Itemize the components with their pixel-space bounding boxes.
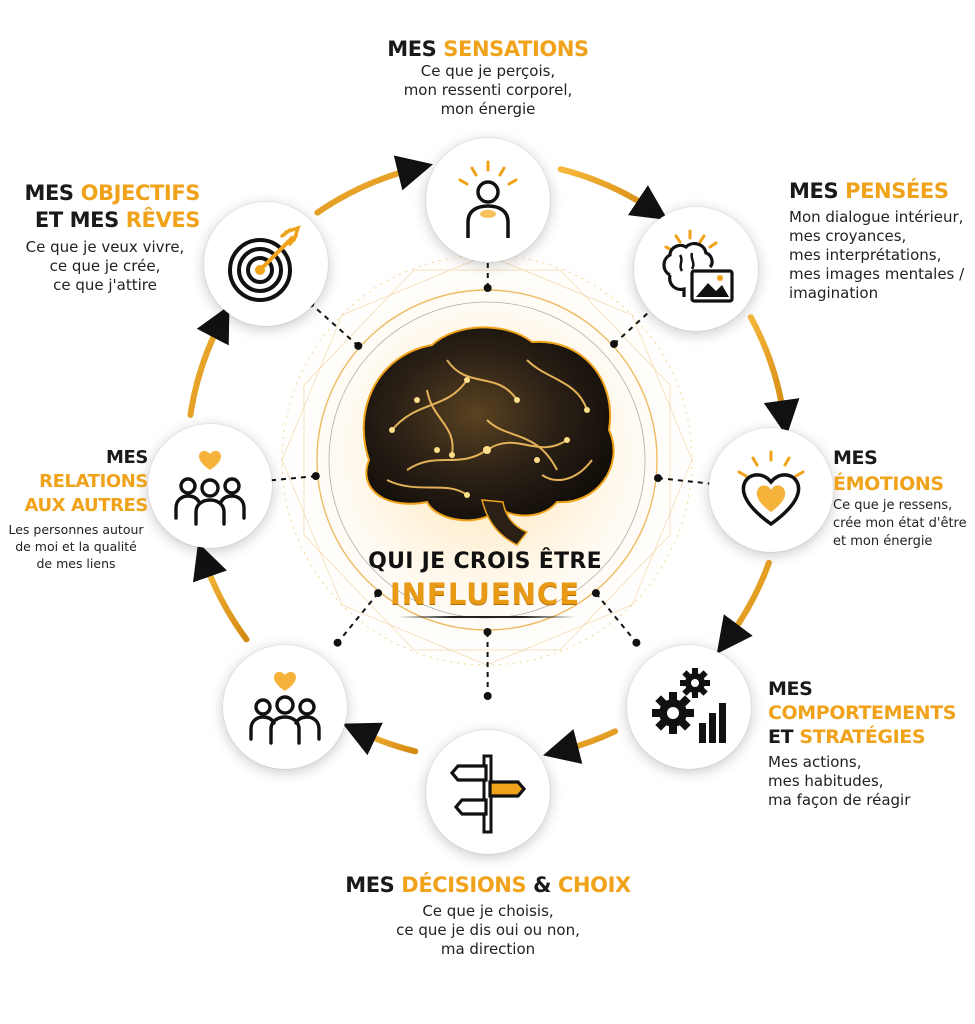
gears-chart-icon	[652, 668, 726, 743]
desc-sensations: Ce que je perçois,mon ressenti corporel,…	[403, 62, 573, 118]
cycle-arrow	[192, 542, 250, 643]
cycle-arrows	[187, 155, 800, 764]
label-decisions: MES DÉCISIONS & CHOIX Ce que je choisis,…	[300, 872, 676, 959]
connector-dot	[354, 341, 363, 350]
desc-pensees: Mon dialogue intérieur,mes croyances,mes…	[789, 208, 965, 302]
node-decisions[interactable]	[426, 730, 550, 854]
center-title-line2: INFLUENCE	[389, 577, 581, 611]
connector-dot	[591, 589, 600, 598]
connector-dot	[483, 284, 492, 292]
title-decisions: MES DÉCISIONS & CHOIX	[345, 873, 631, 897]
center-title-line1: QUI JE CROIS ÊTRE	[368, 549, 602, 574]
person-radiating-icon	[458, 160, 518, 238]
connector-dot	[333, 638, 342, 647]
node-emotions[interactable]	[709, 428, 833, 552]
cycle-arrow	[187, 305, 230, 418]
brain-illustration	[362, 326, 615, 546]
connector-dot	[483, 692, 492, 700]
group-heart-icon	[249, 671, 321, 745]
connector-dot	[610, 340, 618, 348]
connector-line	[336, 592, 379, 644]
heart-radiating-icon	[737, 450, 805, 527]
connector-line	[595, 592, 638, 644]
cycle-arrow	[342, 722, 419, 756]
title-comportements: MES COMPORTEMENTS ET STRATÉGIES	[768, 678, 957, 748]
connector-dot	[654, 474, 662, 483]
brain-image-icon	[662, 229, 734, 303]
connector-dot	[374, 589, 383, 598]
title-objectifs: MES OBJECTIFS ET MES RÊVES	[24, 181, 200, 232]
node-objectifs[interactable]	[204, 202, 328, 326]
node-relations[interactable]	[148, 424, 272, 548]
label-sensations: MES SENSATIONS Ce que je perçois,mon res…	[340, 36, 636, 119]
title-emotions: MES ÉMOTIONS	[833, 447, 944, 495]
connector-dot	[632, 638, 641, 647]
node-groupe[interactable]	[223, 645, 347, 769]
label-emotions: MES ÉMOTIONS Ce que je ressens,crée mon …	[833, 445, 973, 551]
node-comportements[interactable]	[627, 645, 751, 769]
connector-line	[309, 302, 359, 347]
desc-decisions: Ce que je choisis,ce que je dis oui ou n…	[396, 902, 580, 958]
node-pensees[interactable]	[634, 207, 758, 331]
cycle-arrow	[747, 314, 800, 437]
desc-comportements: Mes actions,mes habitudes,ma façon de ré…	[768, 753, 911, 809]
title-sensations: MES SENSATIONS	[387, 37, 589, 61]
label-comportements: MES COMPORTEMENTS ET STRATÉGIES Mes acti…	[768, 677, 973, 810]
target-arrow-icon	[228, 225, 301, 302]
cycle-arrow	[314, 155, 433, 216]
node-sensations[interactable]	[426, 138, 550, 262]
cycle-arrow	[543, 728, 619, 764]
center-title: QUI JE CROIS ÊTRE INFLUENCE	[335, 547, 635, 611]
label-relations: MES RELATIONS AUX AUTRES Les personnes a…	[4, 446, 148, 572]
label-objectifs: MES OBJECTIFS ET MES RÊVES Ce que je veu…	[10, 180, 200, 295]
title-relations: MES RELATIONS AUX AUTRES	[24, 447, 148, 516]
cycle-arrow	[716, 559, 772, 654]
cycle-arrow	[557, 166, 668, 221]
connector-dot	[311, 472, 320, 481]
signpost-icon	[449, 754, 527, 834]
people-heart-icon	[174, 450, 246, 526]
desc-objectifs: Ce que je veux vivre,ce que je crée,ce q…	[25, 238, 185, 294]
center-divider	[398, 616, 576, 618]
label-pensees: MES PENSÉES Mon dialogue intérieur,mes c…	[789, 178, 973, 303]
connector-dot	[483, 628, 492, 636]
title-pensees: MES PENSÉES	[789, 179, 949, 203]
